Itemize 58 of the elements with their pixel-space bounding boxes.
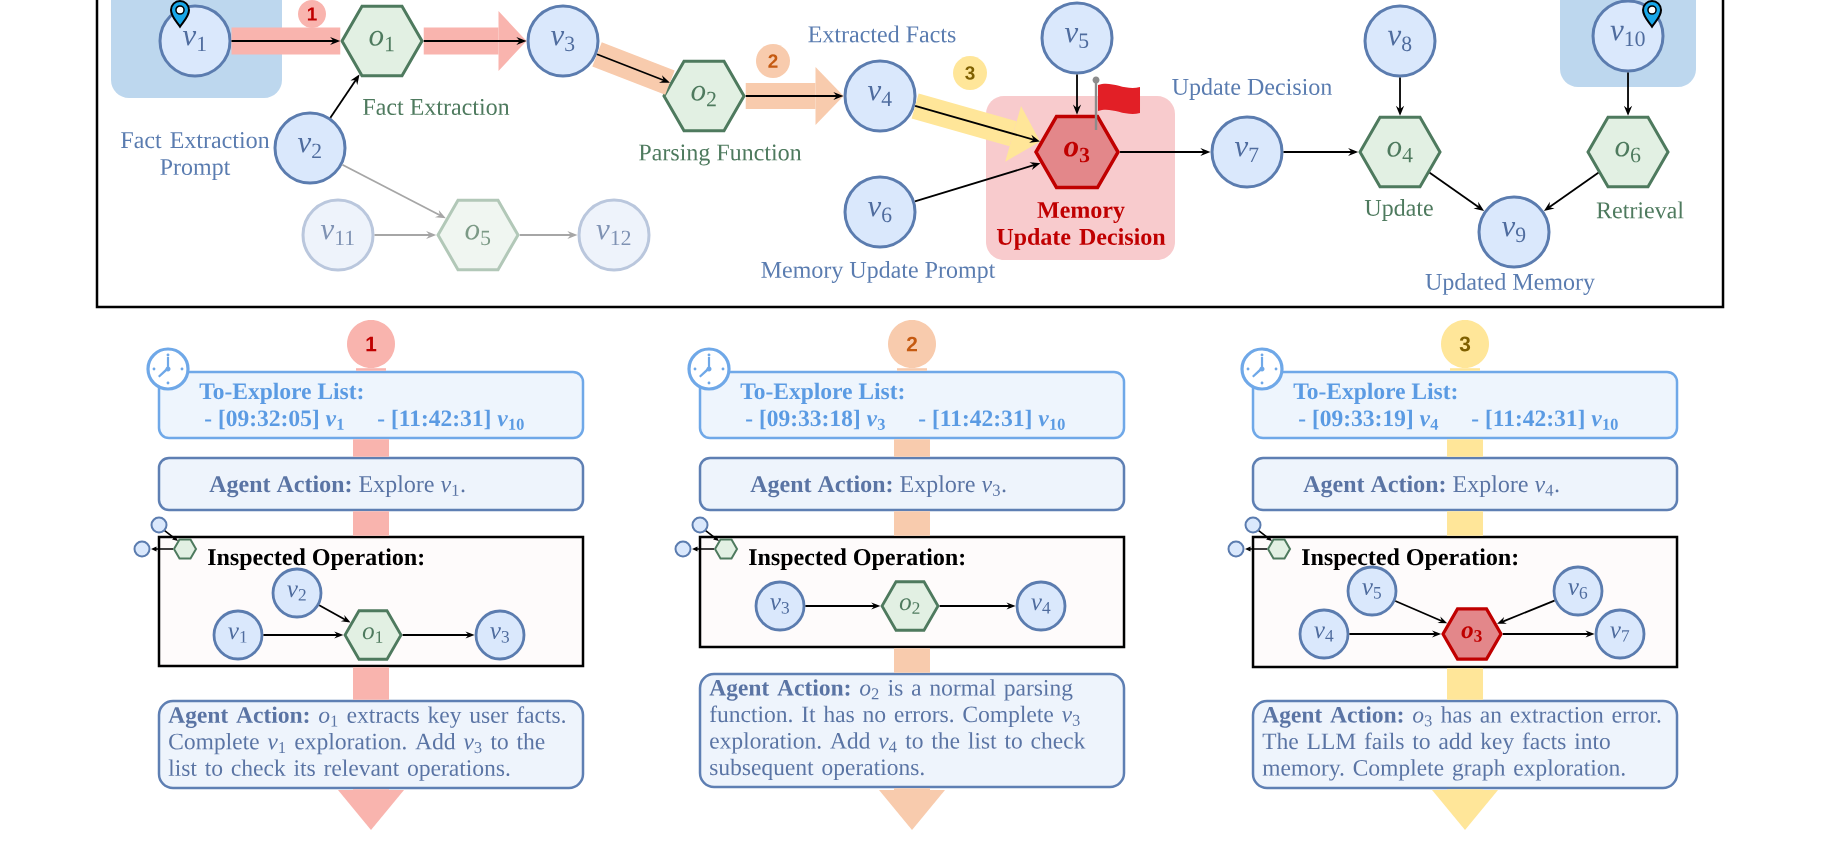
- hexagon-node: o$_{2}$: [662, 59, 746, 133]
- hexagon-node: o$_{3}$: [1441, 607, 1503, 661]
- node-label: Fact Extraction Prompt: [121, 132, 270, 180]
- circle-node: v$_{2}$: [273, 111, 347, 185]
- circle-node: v$_{2}$: [271, 567, 323, 619]
- circle-node: v$_{4}$: [1015, 580, 1067, 632]
- highlight-arrow: [338, 789, 404, 830]
- node-label: Update: [1364, 199, 1433, 221]
- highlight-arrow: [745, 67, 844, 125]
- circle-node: v$_{4}$: [1298, 608, 1350, 660]
- node-label: Updated Memory: [1425, 273, 1595, 295]
- circle-node: v$_{7}$: [1594, 608, 1646, 660]
- action-box: Agent Action: o$_{2}$ is a normal parsing function. It has no errors. Complete v$_{3}$ exploration. Add v$_{4}$ to the list to check subsequent operations.: [698, 672, 1126, 789]
- node-label: Fact Extraction: [363, 98, 510, 116]
- node-label: Extracted Facts: [808, 25, 956, 43]
- hexagon-node: o$_{4}$: [1358, 115, 1442, 189]
- circle-node: v$_{12}$: [577, 198, 651, 272]
- circle-node: v$_{11}$: [301, 198, 375, 272]
- number-badge: 1: [298, 0, 326, 28]
- circle-node: v$_{3}$: [526, 4, 600, 78]
- highlight-arrow: [423, 11, 527, 71]
- node-label: Update Decision: [1172, 78, 1332, 100]
- circle-node: v$_{1}$: [212, 609, 264, 661]
- circle-node: v$_{1}$: [158, 4, 232, 78]
- number-badge: 1: [347, 320, 395, 368]
- circle-node: v$_{7}$: [1210, 115, 1284, 189]
- number-badge: 3: [953, 56, 987, 90]
- hexagon-node: o$_{6}$: [1586, 115, 1670, 189]
- action-box: Agent Action: Explore v$_{1}$.: [157, 456, 585, 512]
- highlight-arrow: [911, 93, 1041, 162]
- circle-node: v$_{3}$: [474, 609, 526, 661]
- node-label: Memory Update Prompt: [761, 261, 996, 283]
- number-badge: 2: [888, 320, 936, 368]
- hexagon-node: o$_{1}$: [343, 609, 403, 661]
- highlight-arrow: [879, 788, 945, 830]
- circle-node: v$_{8}$: [1363, 4, 1437, 78]
- circle-node: v$_{6}$: [843, 175, 917, 249]
- circle-node: v$_{6}$: [1552, 565, 1604, 617]
- number-badge: 2: [756, 44, 790, 78]
- hexagon-node: o$_{2}$: [880, 580, 940, 632]
- hexagon-node: o$_{1}$: [340, 4, 424, 78]
- action-box: Agent Action: o$_{3}$ has an extraction error. The LLM fails to add key facts into memory. Complete graph exploration.: [1251, 699, 1679, 790]
- list-box: To-Explore List: - [09:32:05] v$_{1}$ - [11:42:31] v$_{10}$: [157, 370, 585, 440]
- highlight-arrow: [1432, 789, 1498, 830]
- action-box: Agent Action: Explore v$_{4}$.: [1251, 456, 1679, 512]
- hexagon-node: o$_{5}$: [436, 198, 520, 272]
- action-box: Agent Action: Explore v$_{3}$.: [698, 456, 1126, 512]
- node-label: Retrieval: [1596, 201, 1684, 219]
- circle-node: v$_{9}$: [1477, 195, 1551, 269]
- circle-node: v$_{4}$: [843, 59, 917, 133]
- node-label: Parsing Function: [639, 144, 802, 166]
- number-badge: 3: [1441, 320, 1489, 368]
- list-box: To-Explore List: - [09:33:19] v$_{4}$ - [11:42:31] v$_{10}$: [1251, 370, 1679, 440]
- circle-node: v$_{5}$: [1040, 1, 1114, 75]
- circle-node: v$_{5}$: [1346, 565, 1398, 617]
- action-box: Agent Action: o$_{1}$ extracts key user facts. Complete v$_{1}$ exploration. Add v$_{3}$ to the list to check its relevant operations.: [157, 699, 585, 790]
- circle-node: v$_{3}$: [754, 580, 806, 632]
- list-box: To-Explore List: - [09:33:18] v$_{3}$ - [11:42:31] v$_{10}$: [698, 370, 1126, 440]
